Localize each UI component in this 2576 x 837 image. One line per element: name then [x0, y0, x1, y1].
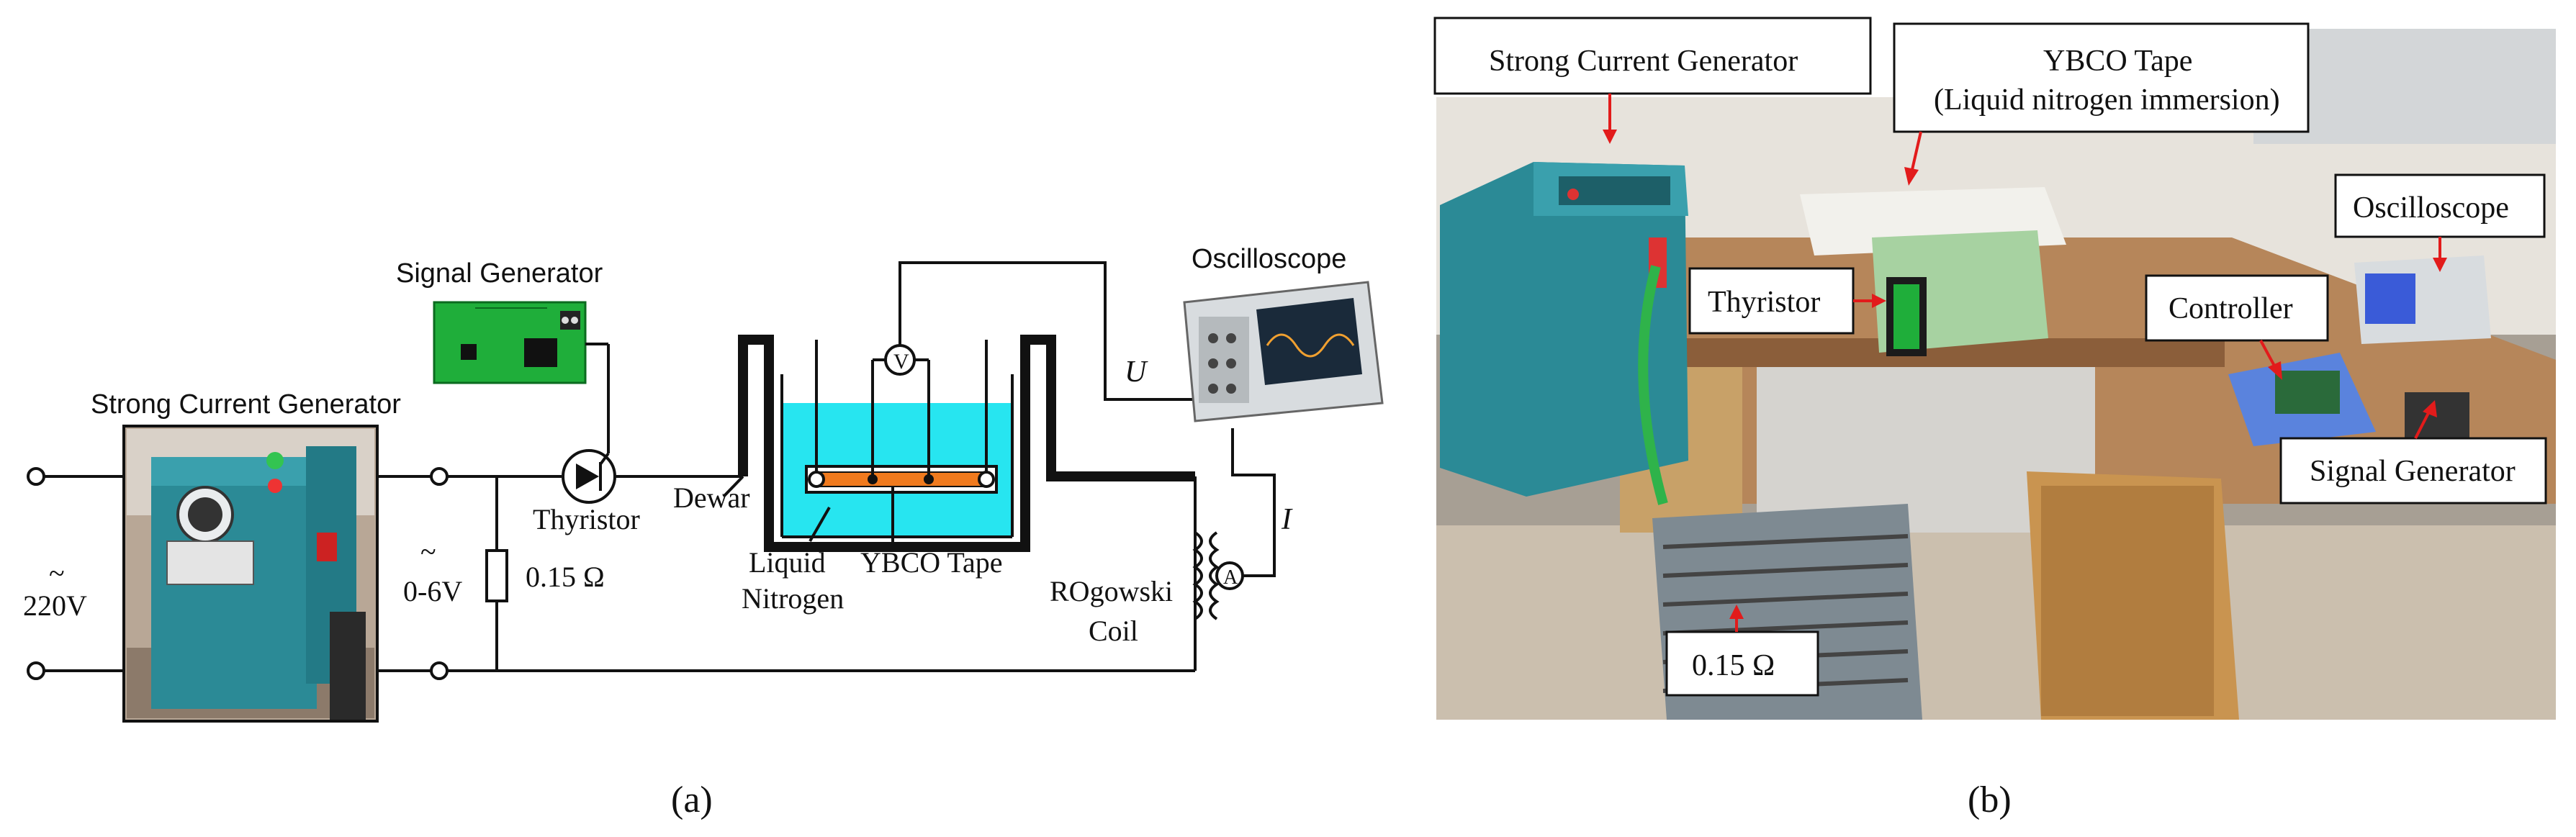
ac-symbol-06: ~	[420, 535, 436, 568]
callout-controller: Controller	[2145, 274, 2329, 380]
callout-ybco: YBCO Tape (Liquid nitrogen immersion)	[1893, 22, 2310, 186]
callout-ybco-text-1: YBCO Tape	[2043, 45, 2192, 78]
voltmeter-label: V	[893, 350, 909, 374]
signal-generator-board	[433, 301, 587, 384]
ac-symbol-220: ~	[49, 557, 65, 589]
panel-b: Strong Current Generator YBCO Tape (Liqu…	[1433, 17, 2556, 820]
callout-oscilloscope: Oscilloscope	[2334, 173, 2546, 272]
thyristor-symbol	[562, 344, 616, 504]
callout-resistor: 0.15 Ω	[1665, 605, 1819, 697]
ybco-tape	[805, 465, 998, 494]
u-label: U	[1125, 356, 1148, 389]
caption-b: (b)	[1968, 779, 2012, 820]
ybco-label: YBCO Tape	[860, 546, 1003, 579]
voltage-220-label: 220V	[23, 589, 87, 622]
oscilloscope-label: Oscilloscope	[1192, 244, 1346, 274]
panel-a: Strong Current Generator ~ 220V ~ 0-6V 0…	[23, 244, 1384, 820]
callout-controller-text: Controller	[2169, 292, 2293, 325]
callout-signal-generator-text: Signal Generator	[2310, 455, 2516, 488]
callout-signal-generator: Signal Generator	[2279, 400, 2547, 505]
callout-generator-text: Strong Current Generator	[1489, 45, 1798, 78]
callout-resistor-text: 0.15 Ω	[1692, 649, 1775, 682]
resistor-symbol	[485, 549, 508, 602]
generator-photo	[122, 425, 379, 723]
i-label: I	[1281, 503, 1293, 536]
ammeter-label: A	[1223, 566, 1238, 589]
liquid-label-1: Liquid	[749, 546, 826, 579]
dewar-label: Dewar	[673, 481, 750, 514]
input-terminals	[27, 467, 124, 680]
callout-oscilloscope-text: Oscilloscope	[2353, 191, 2509, 225]
oscilloscope-picture	[1183, 281, 1384, 422]
resistor-label: 0.15 Ω	[526, 561, 605, 593]
callout-thyristor: Thyristor	[1688, 267, 1886, 335]
callout-ybco-text-2: (Liquid nitrogen immersion)	[1934, 83, 2280, 117]
rogowski-coil	[1192, 531, 1220, 620]
thyristor-label: Thyristor	[533, 503, 640, 535]
callout-thyristor-text: Thyristor	[1708, 286, 1820, 319]
callout-generator: Strong Current Generator	[1433, 17, 1872, 144]
rogowski-label-2: Coil	[1089, 615, 1138, 647]
signal-generator-label: Signal Generator	[396, 258, 603, 289]
liquid-label-2: Nitrogen	[742, 582, 844, 615]
generator-label: Strong Current Generator	[91, 389, 401, 420]
voltage-06-label: 0-6V	[403, 575, 462, 607]
rogowski-label-1: ROgowski	[1050, 575, 1173, 607]
caption-a: (a)	[671, 779, 713, 820]
